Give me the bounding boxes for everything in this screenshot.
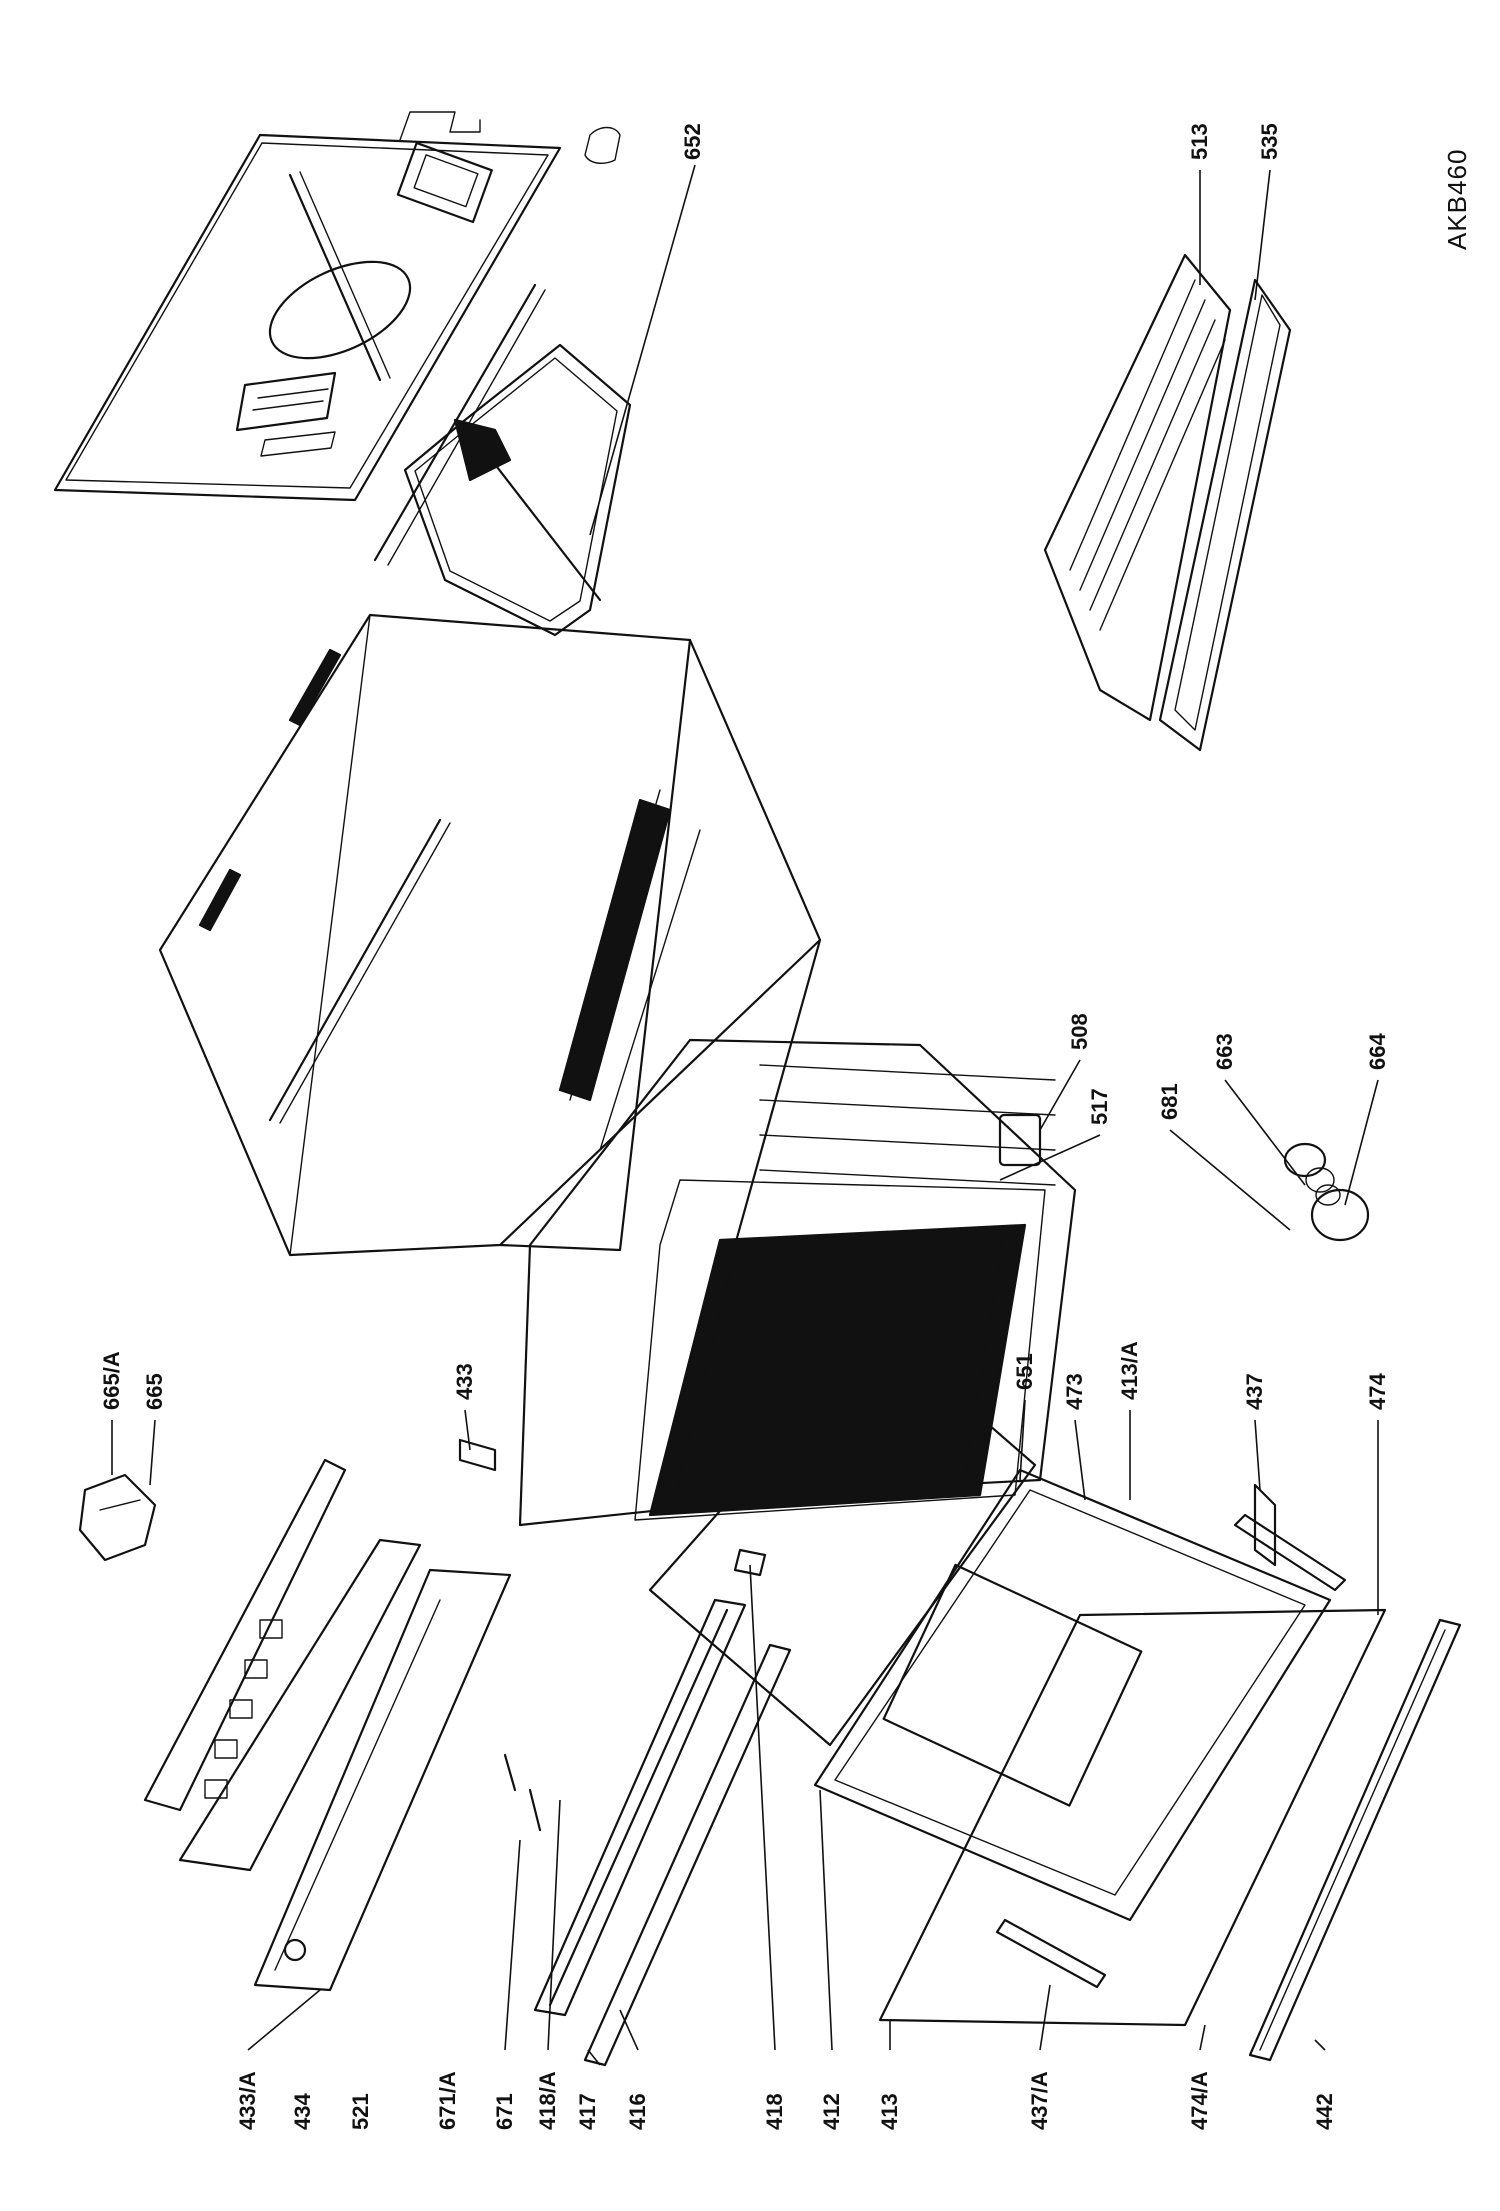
label-535: 535 (1257, 123, 1282, 160)
control-panel-front (253, 1568, 512, 1992)
label-671a: 671/A (435, 2071, 460, 2130)
label-474: 474 (1365, 1373, 1390, 1410)
oven-inner-cavity (518, 1038, 1077, 1527)
baking-tray (1158, 278, 1292, 752)
hinge-437a (995, 1918, 1107, 1989)
label-413: 413 (877, 2093, 902, 2130)
drawing-code: AKB460 (1442, 149, 1472, 250)
label-413a: 413/A (1117, 1341, 1142, 1400)
label-473: 473 (1062, 1373, 1087, 1410)
label-517: 517 (1087, 1088, 1112, 1125)
label-433a: 433/A (235, 2071, 260, 2130)
hinge-437 (1233, 1483, 1347, 1592)
lamp-assembly (1283, 1142, 1370, 1242)
label-671: 671 (492, 2093, 517, 2130)
oven-outer-casing (158, 613, 822, 1257)
label-418a: 418/A (535, 2071, 560, 2130)
label-442: 442 (1312, 2093, 1337, 2130)
screws-671 (503, 1753, 542, 1832)
small-bracket-418 (733, 1548, 767, 1577)
label-665: 665 (142, 1373, 167, 1410)
label-412: 412 (819, 2093, 844, 2130)
selector-switch (78, 1473, 157, 1562)
door-bottom-strip (1248, 1618, 1462, 2062)
label-508: 508 (1067, 1013, 1092, 1050)
trim-strip-417 (583, 1643, 792, 2067)
back-panel (53, 111, 621, 502)
label-437: 437 (1242, 1373, 1267, 1410)
label-681: 681 (1157, 1083, 1182, 1120)
small-bracket-433 (458, 1438, 497, 1472)
leader-lines (111, 164, 1379, 2066)
label-416: 416 (625, 2093, 650, 2130)
label-417: 417 (575, 2093, 600, 2130)
oven-door-frame (813, 1468, 1332, 1922)
inner-door-glass (648, 1328, 1037, 1747)
label-418: 418 (762, 2093, 787, 2130)
label-665a: 665/A (99, 1351, 124, 1410)
part-labels: 652 513 535 665/A 665 433 508 517 681 66… (99, 123, 1390, 2130)
label-433: 433 (452, 1363, 477, 1400)
trim-strip-416 (533, 1598, 747, 2017)
label-521: 521 (348, 2093, 373, 2130)
label-434: 434 (290, 2093, 315, 2130)
control-panel-cover (143, 1458, 347, 1812)
label-437a: 437/A (1027, 2071, 1052, 2130)
control-panel-bracket (178, 1538, 422, 1872)
label-663: 663 (1212, 1033, 1237, 1070)
label-651: 651 (1012, 1353, 1037, 1390)
label-652: 652 (680, 123, 705, 160)
label-474a: 474/A (1187, 2071, 1212, 2130)
label-513: 513 (1187, 123, 1212, 160)
heating-element-ring (403, 343, 632, 637)
oven-rack (1043, 253, 1232, 722)
label-664: 664 (1365, 1033, 1390, 1070)
outer-door-glass (878, 1608, 1387, 2027)
lamp-holder-508 (998, 1113, 1042, 1167)
